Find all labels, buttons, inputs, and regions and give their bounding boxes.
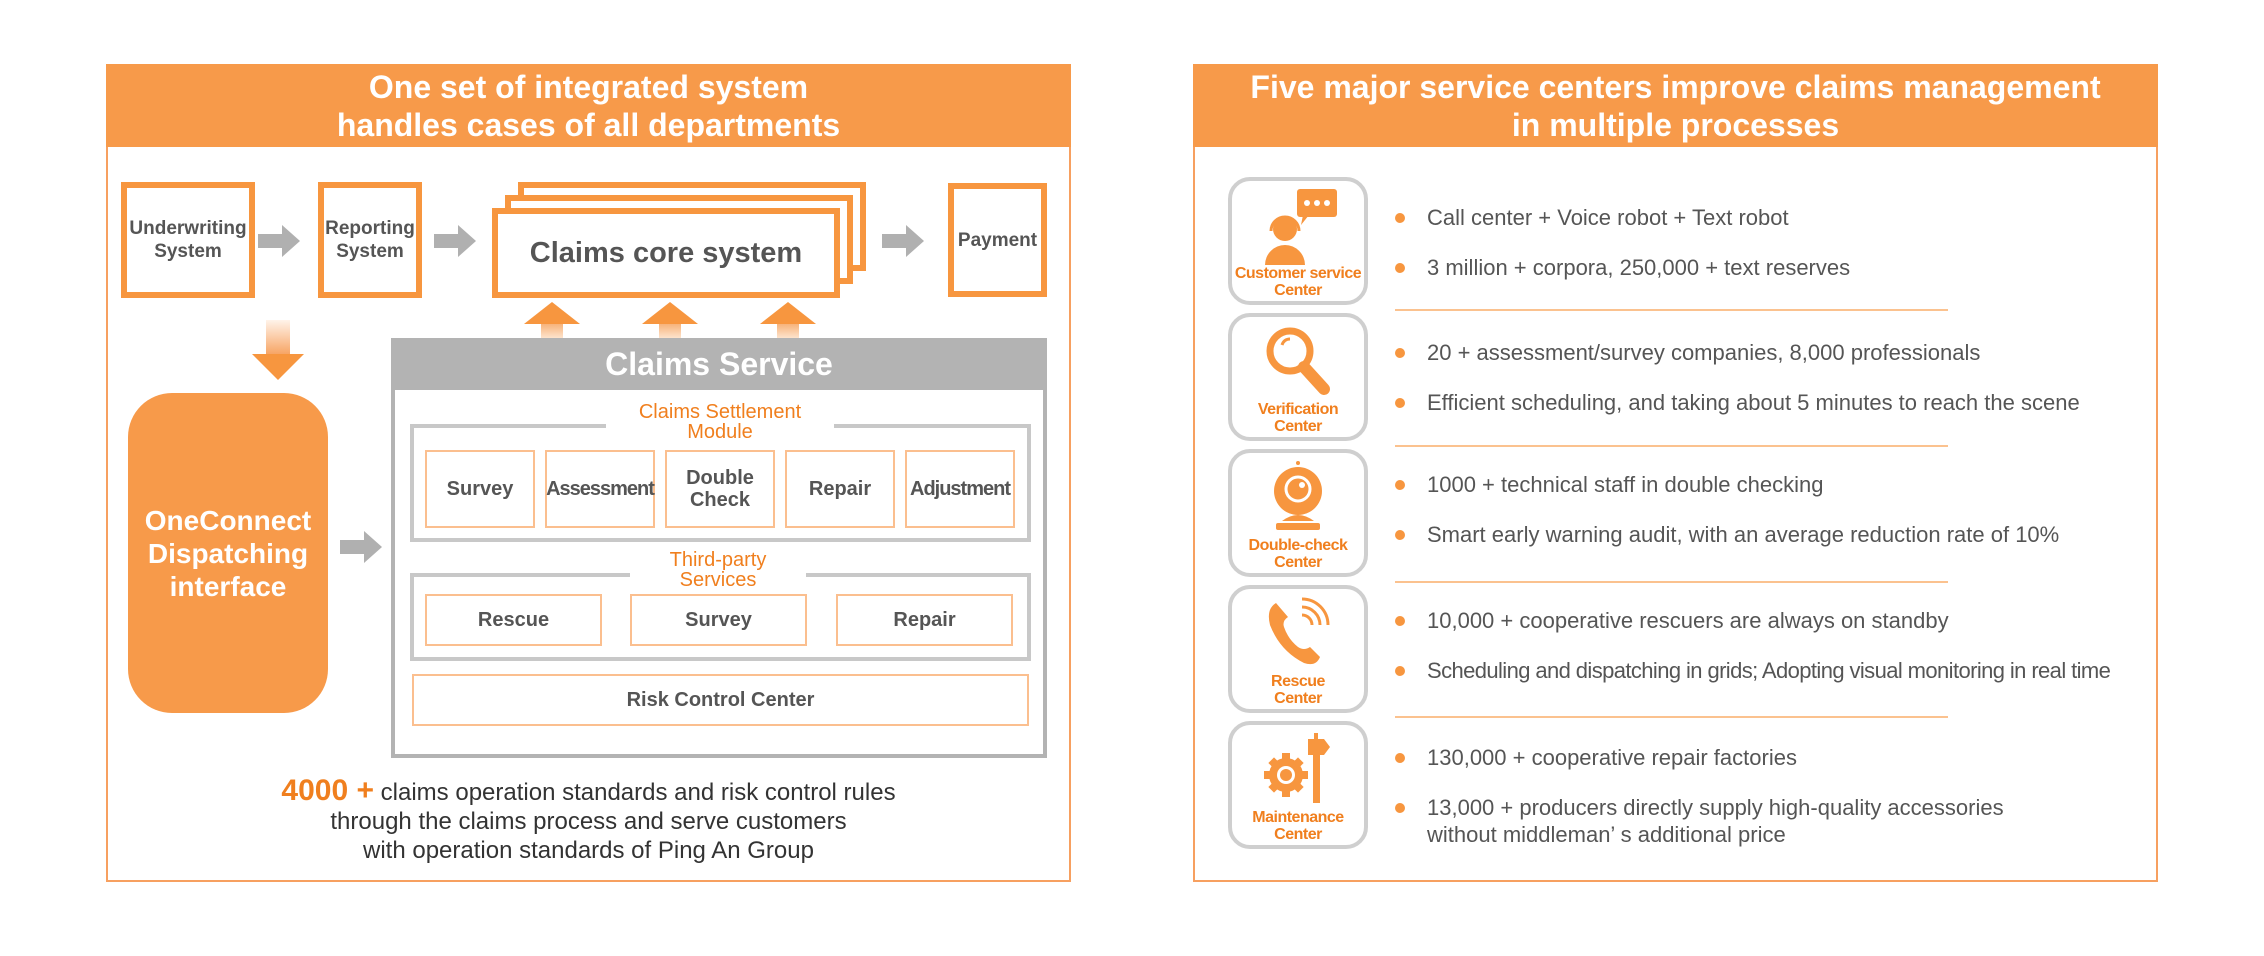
claims-settlement-title: Claims Settlement Module: [606, 402, 834, 442]
center-label: Customer service: [1234, 265, 1362, 282]
center-bullets: 1000 + technical staff in double checkin…: [1395, 471, 2155, 548]
settlement-item: Assessment: [545, 450, 655, 528]
left-title-line1: One set of integrated system: [368, 68, 809, 105]
third-party-item: Repair: [836, 594, 1013, 646]
footer-line2: through the claims process and serve cus…: [330, 808, 847, 835]
dispatch-label-1: OneConnect: [144, 504, 312, 536]
separator: [1395, 309, 1948, 311]
arrow-up-icon: [760, 302, 816, 338]
dispatch-label-3: interface: [169, 570, 287, 602]
third-party-item: Rescue: [425, 594, 602, 646]
underwriting-label: Underwriting: [129, 218, 247, 239]
center-label: Rescue: [1271, 673, 1325, 690]
left-title-line2: handles cases of all departments: [336, 106, 841, 143]
underwriting-system-box: Underwriting System: [121, 182, 255, 298]
footer-line3: with operation standards of Ping An Grou…: [363, 837, 814, 864]
magnifier-icon: [1266, 327, 1330, 395]
arrow-right-icon: [258, 225, 300, 257]
separator: [1395, 445, 1948, 447]
third-party-item: Survey: [630, 594, 807, 646]
gear-hammer-icon: [1264, 733, 1330, 803]
bullet-item: 3 million + corpora, 250,000 + text rese…: [1395, 254, 2155, 281]
center-bullets: 10,000 + cooperative rescuers are always…: [1395, 607, 2155, 684]
center-bullets: 130,000 + cooperative repair factories 1…: [1395, 744, 2085, 848]
bullet-item: 13,000 + producers directly supply high-…: [1395, 794, 2085, 848]
right-panel-header: Five major service centers improve claim…: [1193, 64, 2158, 147]
separator: [1395, 716, 1948, 718]
phone-icon: [1268, 597, 1330, 665]
bullet-dot-icon: [1395, 263, 1405, 273]
arrow-up-icon: [524, 302, 580, 338]
bullet-item: 130,000 + cooperative repair factories: [1395, 744, 2085, 771]
right-title-line1: Five major service centers improve claim…: [1250, 68, 2101, 105]
settlement-item: Adjustment: [905, 450, 1015, 528]
settlement-item: Repair: [785, 450, 895, 528]
third-party-title: Third-party Services: [630, 550, 806, 590]
arrow-up-icon: [642, 302, 698, 338]
center-label: Double-check: [1248, 537, 1348, 554]
oneconnect-dispatching-interface: OneConnect Dispatching interface: [128, 393, 328, 713]
reporting-label: Reporting: [325, 218, 415, 239]
left-footer-text: 4000 + claims operation standards and ri…: [106, 776, 1071, 865]
footer-highlight: 4000 +: [281, 774, 374, 807]
settlement-item: Survey: [425, 450, 535, 528]
bullet-item: 20 + assessment/survey companies, 8,000 …: [1395, 339, 2155, 366]
customer-service-icon: [1265, 189, 1337, 265]
dispatch-label-2: Dispatching: [147, 537, 309, 569]
reporting-label-2: System: [336, 241, 404, 262]
bullet-item: Call center + Voice robot + Text robot: [1395, 204, 2155, 231]
center-bullets: Call center + Voice robot + Text robot 3…: [1395, 204, 2155, 281]
center-label: Verification: [1257, 401, 1339, 418]
footer-line1: 4000 + claims operation standards and ri…: [281, 774, 896, 807]
bullet-item: 10,000 + cooperative rescuers are always…: [1395, 607, 2155, 634]
reporting-system-box: Reporting System: [318, 182, 422, 298]
arrow-right-icon: [882, 225, 924, 257]
right-title-line2: in multiple processes: [1511, 106, 1840, 143]
left-panel-header: One set of integrated system handles cas…: [106, 64, 1071, 147]
claims-service-header: Claims Service: [391, 338, 1047, 390]
bullet-item: Scheduling and dispatching in grids; Ado…: [1395, 657, 2155, 684]
payment-box: Payment: [948, 183, 1047, 297]
bullet-dot-icon: [1395, 666, 1405, 676]
webcam-icon: [1274, 461, 1322, 530]
risk-control-center: Risk Control Center: [412, 674, 1029, 726]
arrow-down-icon: [252, 320, 304, 380]
arrow-right-icon: [434, 225, 476, 257]
claims-service-title: Claims Service: [605, 345, 833, 382]
settlement-item: Double Check: [665, 450, 775, 528]
center-bullets: 20 + assessment/survey companies, 8,000 …: [1395, 339, 2155, 416]
center-label: Maintenance: [1252, 809, 1344, 826]
bullet-dot-icon: [1395, 753, 1405, 763]
arrow-right-icon: [340, 531, 382, 563]
bullet-dot-icon: [1395, 803, 1405, 813]
claims-core-label: Claims core system: [529, 236, 803, 269]
separator: [1395, 581, 1948, 583]
bullet-dot-icon: [1395, 348, 1405, 358]
payment-label: Payment: [957, 229, 1038, 251]
claims-core-system-box: Claims core system: [492, 208, 840, 298]
bullet-dot-icon: [1395, 398, 1405, 408]
underwriting-label-2: System: [154, 241, 222, 262]
bullet-dot-icon: [1395, 616, 1405, 626]
bullet-dot-icon: [1395, 213, 1405, 223]
bullet-dot-icon: [1395, 530, 1405, 540]
bullet-dot-icon: [1395, 480, 1405, 490]
bullet-item: Smart early warning audit, with an avera…: [1395, 521, 2155, 548]
bullet-item: Efficient scheduling, and taking about 5…: [1395, 389, 2155, 416]
bullet-item: 1000 + technical staff in double checkin…: [1395, 471, 2155, 498]
